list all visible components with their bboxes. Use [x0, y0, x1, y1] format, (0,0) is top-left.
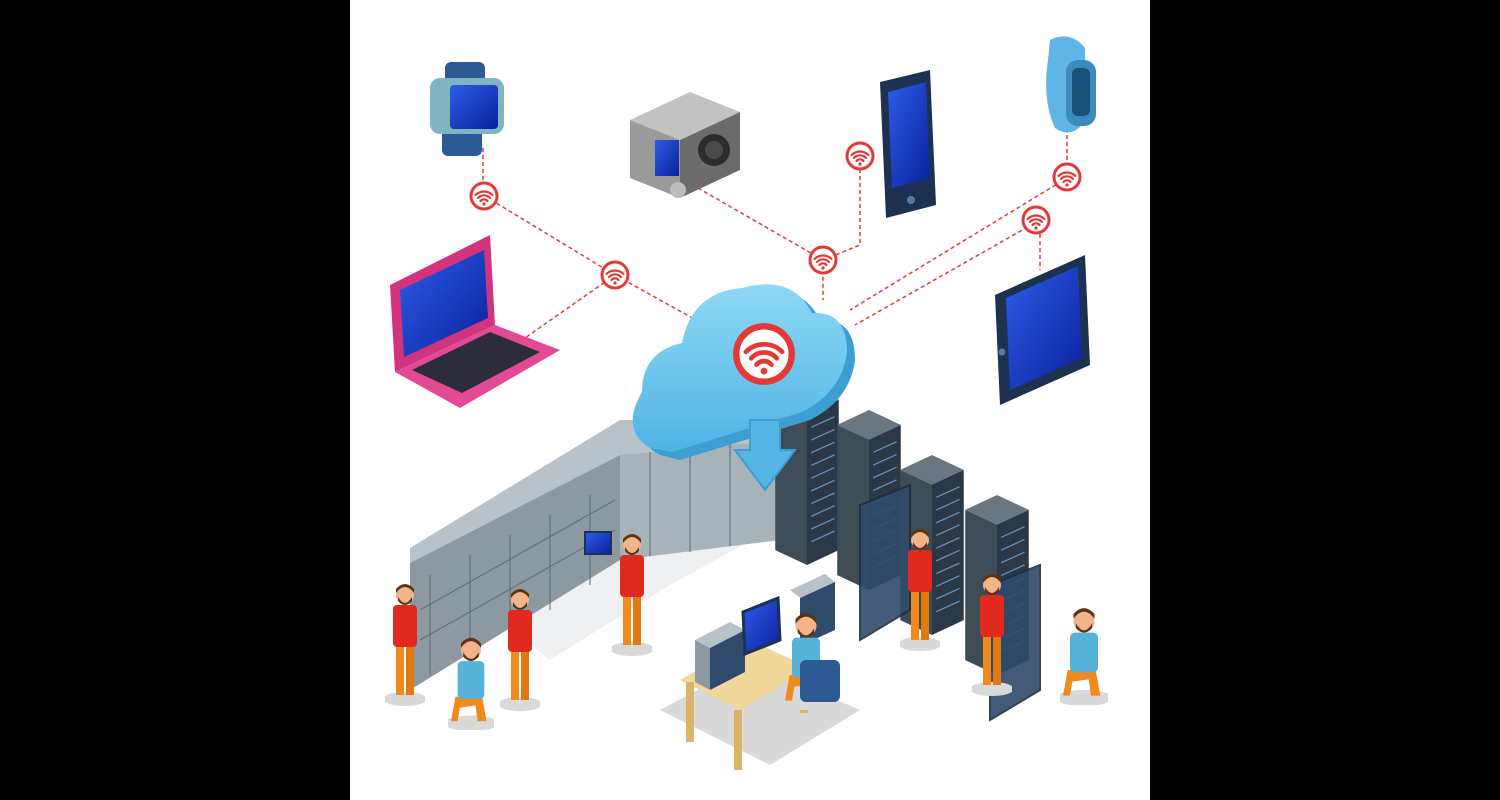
rack-bank-side: [410, 455, 620, 690]
laptop: [390, 235, 560, 408]
illustration-canvas: [350, 0, 1150, 800]
operator-workstation: [660, 574, 860, 770]
rack-bank-front: [620, 440, 780, 560]
rack-door-open-1: [859, 483, 911, 642]
desk-monitor: [741, 595, 782, 657]
wifi-icon-camera: [808, 245, 838, 275]
smartphone: [880, 70, 936, 218]
arrow-down-icon: [733, 419, 797, 492]
wifi-icon-watch: [469, 181, 499, 211]
cloud-wifi-icon: [736, 326, 791, 381]
fitness-band: [1046, 36, 1096, 133]
smartwatch: [430, 62, 504, 156]
tablet: [995, 255, 1090, 405]
rack-bank-slots: [419, 444, 731, 675]
handheld-laptop: [584, 531, 612, 555]
wifi-icon-band: [1052, 162, 1082, 192]
office-chair: [800, 660, 840, 702]
wifi-icon-tablet: [1021, 205, 1051, 235]
wifi-icon-phone: [845, 141, 875, 171]
data-center-illustration: [385, 36, 1108, 770]
wifi-icon-laptop: [600, 260, 630, 290]
action-camera: [630, 92, 740, 198]
technician-kneeling-right: [1060, 608, 1108, 705]
cloud-hub: [632, 284, 855, 492]
